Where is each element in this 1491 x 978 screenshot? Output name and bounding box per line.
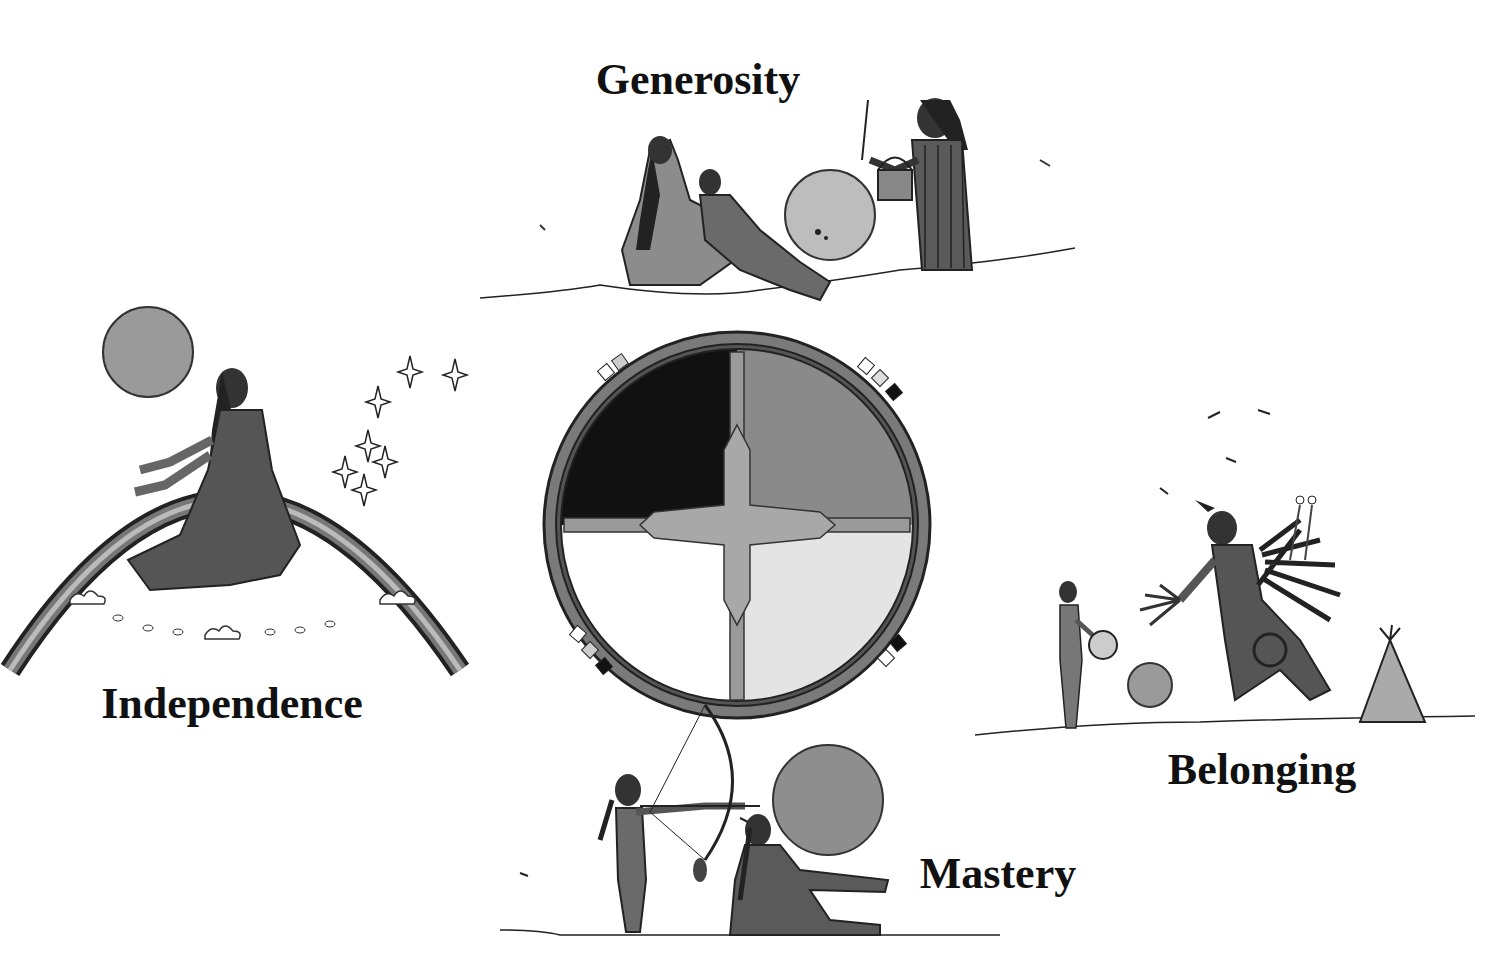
belonging-scene-part bbox=[1180, 560, 1215, 600]
generosity-scene-part bbox=[648, 136, 672, 164]
medicine-wheel-part bbox=[858, 358, 875, 375]
medicine-wheel-part bbox=[582, 642, 599, 659]
independence-scene-part bbox=[295, 627, 305, 633]
generosity-scene-part bbox=[925, 145, 964, 268]
mastery-scene-part bbox=[615, 774, 641, 806]
belonging-scene-part bbox=[1296, 496, 1304, 504]
generosity-scene-part bbox=[636, 150, 660, 250]
generosity-scene-part bbox=[862, 100, 868, 160]
independence-scene-part bbox=[443, 359, 467, 391]
generosity-scene-part bbox=[699, 169, 721, 195]
medicine-wheel-part bbox=[872, 370, 889, 387]
medicine-wheel-part bbox=[561, 525, 737, 701]
independence-scene-part bbox=[103, 307, 193, 397]
section-label: Belonging bbox=[1164, 746, 1360, 794]
independence-scene-part bbox=[128, 410, 300, 590]
independence-scene bbox=[10, 307, 467, 670]
independence-scene-part bbox=[380, 591, 415, 604]
belonging-scene-part bbox=[1308, 496, 1316, 504]
belonging-scene-part bbox=[1160, 410, 1270, 494]
medicine-wheel-part bbox=[570, 626, 587, 643]
generosity-scene-part bbox=[878, 170, 912, 200]
mastery-scene-part bbox=[616, 808, 646, 932]
independence-scene-part bbox=[205, 626, 240, 639]
section-label: Mastery bbox=[916, 850, 1080, 898]
belonging-scene-part bbox=[1140, 585, 1180, 625]
mastery-scene-part bbox=[650, 705, 705, 860]
generosity-scene-part bbox=[700, 195, 830, 300]
independence-scene-part bbox=[265, 629, 275, 635]
generosity-scene-part bbox=[912, 140, 972, 270]
medicine-wheel-part bbox=[737, 525, 913, 701]
independence-scene-part bbox=[356, 430, 380, 462]
medicine-wheel-part bbox=[598, 364, 615, 381]
mastery-scene-part bbox=[640, 805, 760, 807]
independence-scene-part bbox=[113, 615, 123, 621]
belonging-scene-part bbox=[1207, 511, 1237, 545]
mastery-scene-part bbox=[600, 800, 612, 840]
independence-scene-part bbox=[70, 591, 105, 604]
medicine-wheel-part bbox=[596, 658, 613, 675]
belonging-scene-part bbox=[1089, 631, 1117, 659]
independence-scene-part bbox=[373, 446, 397, 478]
mastery-scene-part bbox=[693, 858, 707, 882]
belonging-scene-part bbox=[1128, 663, 1172, 707]
mastery-scene-part bbox=[730, 845, 888, 935]
independence-scene-part bbox=[333, 456, 357, 488]
belonging-scene bbox=[975, 410, 1475, 735]
medicine-wheel-part bbox=[886, 384, 903, 401]
independence-scene-part bbox=[398, 356, 422, 388]
medicine-wheel-part bbox=[890, 635, 907, 652]
medicine-wheel-part bbox=[561, 349, 913, 701]
belonging-scene-part bbox=[1258, 520, 1340, 620]
medicine-wheel-part bbox=[544, 332, 930, 718]
medicine-wheel-part bbox=[612, 354, 629, 371]
belonging-scene-part bbox=[1195, 500, 1215, 512]
belonging-scene-part bbox=[1059, 581, 1077, 603]
generosity-scene-part bbox=[824, 236, 828, 240]
medicine-wheel-part bbox=[561, 349, 737, 525]
medicine-wheel-part bbox=[640, 425, 835, 625]
independence-scene-part bbox=[366, 386, 390, 418]
generosity-scene bbox=[480, 98, 1075, 300]
mastery-scene-part bbox=[705, 705, 733, 860]
independence-scene-part bbox=[135, 455, 210, 492]
generosity-scene-part bbox=[785, 170, 875, 260]
medicine-wheel-part bbox=[556, 344, 918, 706]
belonging-scene-part bbox=[1254, 634, 1286, 666]
mastery-scene-part bbox=[773, 745, 883, 855]
mastery-scene bbox=[500, 705, 1000, 935]
independence-scene-part bbox=[173, 629, 183, 635]
section-label: Generosity bbox=[592, 56, 805, 104]
medicine-wheel-part bbox=[878, 650, 895, 667]
section-label: Independence bbox=[97, 680, 367, 728]
belonging-scene-part bbox=[1360, 640, 1425, 722]
generosity-scene-part bbox=[540, 225, 545, 230]
generosity-scene-part bbox=[878, 158, 912, 171]
independence-scene-part bbox=[143, 625, 153, 631]
generosity-scene-part bbox=[815, 229, 821, 235]
mastery-scene-part bbox=[520, 818, 748, 876]
independence-scene-part bbox=[325, 621, 335, 627]
medicine-wheel-part bbox=[737, 349, 913, 525]
belonging-scene-part bbox=[1380, 625, 1400, 640]
mastery-scene-part bbox=[740, 828, 750, 900]
independence-scene-part bbox=[352, 474, 376, 506]
belonging-scene-part bbox=[1290, 505, 1312, 560]
generosity-scene-part bbox=[1040, 160, 1050, 166]
medicine-wheel bbox=[544, 332, 930, 718]
